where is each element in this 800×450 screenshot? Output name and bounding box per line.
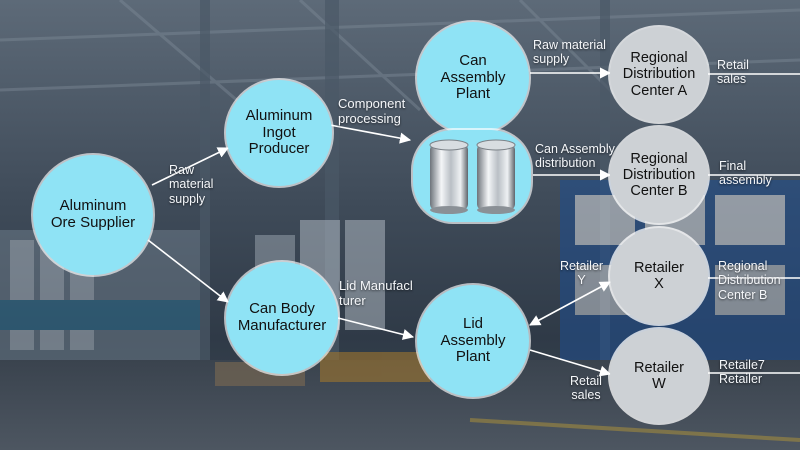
arrow-ore-to-canbody	[147, 239, 229, 303]
edge-label-raw-material-supply-2: Raw material supply	[533, 38, 606, 67]
arrow-canbody-to-lid	[337, 317, 415, 340]
node-label: Can Assembly Plant	[440, 51, 506, 103]
edge-label-regional-distribution-center-b: Regional Distribution Center B	[718, 259, 781, 302]
node-label: Lid Assembly Plant	[440, 314, 506, 366]
arrow-ingot-to-cans	[329, 124, 412, 144]
node-can-body-manufacturer: Can Body Manufacturer	[226, 262, 338, 374]
edge-label-final-assembly: Final assembly	[719, 159, 772, 188]
node-label: Can Body Manufacturer	[237, 300, 327, 334]
node-aluminum-ore-supplier: Aluminum Ore Supplier	[33, 155, 153, 275]
node-label: Retailer X	[634, 259, 684, 292]
arrow-lid-retailerx	[529, 281, 611, 326]
node-can-assembly-plant: Can Assembly Plant	[417, 22, 529, 134]
node-regional-distribution-center-b: Regional Distribution Center B	[610, 127, 708, 223]
edge-label-retailer-retailer: Retaile7 Retailer	[719, 358, 765, 387]
node-label: Aluminum Ore Supplier	[50, 197, 136, 231]
node-retailer-x: Retailer X	[610, 228, 708, 324]
node-label: Regional Distribution Center A	[622, 50, 696, 99]
edge-label-component-processing: Component processing	[338, 96, 406, 126]
arrow-lid-to-retailerw	[529, 349, 612, 377]
aluminum-cans-icon	[429, 139, 516, 214]
node-retailer-w: Retailer W	[610, 329, 708, 423]
node-regional-distribution-center-a: Regional Distribution Center A	[610, 27, 708, 122]
edge-label-retail-sales-1: Retail sales	[717, 58, 749, 87]
node-label: Retailer W	[634, 359, 684, 392]
node-aluminum-ingot-producer: Aluminum Ingot Producer	[226, 80, 332, 186]
edge-label-can-assembly-distribution: Can Assembly distribution	[535, 142, 615, 171]
edge-label-retailer-y: Retailer Y	[560, 259, 604, 288]
edge-label-retail-sales-2: Retail sales	[570, 374, 602, 403]
node-label: Regional Distribution Center B	[622, 150, 696, 200]
arrow-ore-to-ingot	[151, 147, 230, 186]
node-lid-assembly-plant: Lid Assembly Plant	[417, 285, 529, 397]
node-aluminum-cans	[413, 130, 531, 222]
node-label: Aluminum Ingot Producer	[245, 106, 313, 158]
edge-label-raw-material-supply: Raw material supply	[169, 163, 214, 206]
edge-label-lid-manufacturer: Lid Manufacl turer	[339, 278, 413, 308]
